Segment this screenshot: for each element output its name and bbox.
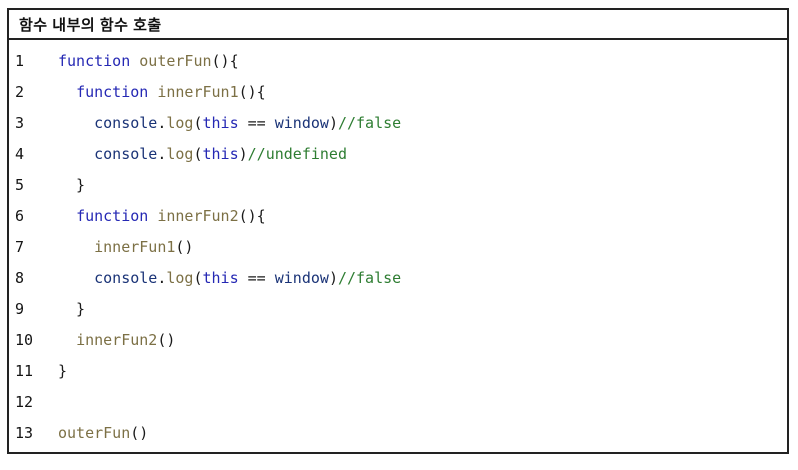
code-token-keyword: function <box>76 206 149 225</box>
code-text: function innerFun2(){ <box>58 207 266 225</box>
code-line: 13 outerFun() <box>9 417 787 448</box>
code-line: 4 console.log(this)//undefined <box>9 138 787 169</box>
code-token-variable: window <box>274 113 329 132</box>
code-line: 10 innerFun2() <box>9 324 787 355</box>
code-token-plain: () <box>175 237 194 256</box>
panel-title-bar: 함수 내부의 함수 호출 <box>9 10 787 40</box>
code-token-function_name: innerFun2 <box>76 330 158 349</box>
code-token-function_name: log <box>166 268 194 287</box>
code-token-plain <box>58 269 94 287</box>
code-text: function innerFun1(){ <box>58 83 266 101</box>
code-token-plain: } <box>58 175 86 194</box>
line-number: 12 <box>15 392 34 411</box>
code-token-plain: ) <box>238 144 248 163</box>
code-line: 5 } <box>9 169 787 200</box>
line-number: 4 <box>15 144 25 163</box>
code-token-plain <box>58 207 76 225</box>
code-line: 9 } <box>9 293 787 324</box>
code-token-comment: //undefined <box>247 144 347 163</box>
code-token-keyword: function <box>76 82 149 101</box>
code-token-keyword: this <box>202 144 239 163</box>
panel-title: 함수 내부의 함수 호출 <box>19 16 162 34</box>
code-token-function_name: innerFun1 <box>94 237 176 256</box>
code-token-function_name: innerFun1 <box>157 82 239 101</box>
code-token-plain: ) <box>328 268 338 287</box>
code-line: 2 function innerFun1(){ <box>9 76 787 107</box>
line-number: 8 <box>15 268 25 287</box>
line-number: 7 <box>15 237 25 256</box>
line-number: 3 <box>15 113 25 132</box>
code-token-plain: } <box>58 299 86 318</box>
code-token-plain: (){ <box>238 82 266 101</box>
code-token-plain <box>130 52 139 70</box>
code-text: console.log(this == window)//false <box>58 114 401 132</box>
code-line: 6 function innerFun2(){ <box>9 200 787 231</box>
code-text: } <box>58 362 67 380</box>
code-token-plain: (){ <box>211 51 239 70</box>
line-number: 11 <box>15 361 34 380</box>
code-token-plain <box>148 207 157 225</box>
line-number: 13 <box>15 423 34 442</box>
code-text: function outerFun(){ <box>58 52 239 70</box>
code-token-comment: //false <box>337 113 402 132</box>
code-token-keyword: this <box>202 268 239 287</box>
code-token-variable: console <box>94 113 158 132</box>
code-text: innerFun2() <box>58 331 175 349</box>
code-token-plain: . <box>157 144 167 163</box>
code-token-keyword: function <box>58 51 131 70</box>
code-line: 8 console.log(this == window)//false <box>9 262 787 293</box>
code-token-function_name: log <box>166 113 194 132</box>
code-token-plain <box>58 238 94 256</box>
line-number: 9 <box>15 299 25 318</box>
line-number: 1 <box>15 51 25 70</box>
code-line: 11} <box>9 355 787 386</box>
code-token-plain <box>58 331 76 349</box>
code-text: } <box>58 300 85 318</box>
line-number: 2 <box>15 82 25 101</box>
code-token-plain: ) <box>328 113 338 132</box>
code-token-function_name: log <box>166 144 194 163</box>
code-line: 1 function outerFun(){ <box>9 45 787 76</box>
code-token-function_name: outerFun <box>139 51 212 70</box>
code-token-plain <box>58 145 94 163</box>
code-token-plain: . <box>157 113 167 132</box>
code-text: console.log(this)//undefined <box>58 145 347 163</box>
code-token-plain <box>58 114 94 132</box>
code-token-plain <box>58 83 76 101</box>
code-token-plain: () <box>157 330 176 349</box>
code-token-plain: () <box>130 423 149 442</box>
code-token-plain: == <box>238 268 275 287</box>
code-token-variable: console <box>94 268 158 287</box>
code-line: 3 console.log(this == window)//false <box>9 107 787 138</box>
code-token-plain: } <box>58 361 68 380</box>
code-text: outerFun() <box>58 424 148 442</box>
code-token-plain: ( <box>193 268 203 287</box>
code-text: } <box>58 176 85 194</box>
code-token-function_name: outerFun <box>58 423 131 442</box>
code-line: 12 <box>9 386 787 417</box>
code-token-plain: (){ <box>238 206 266 225</box>
code-token-plain: ( <box>193 113 203 132</box>
code-line: 7 innerFun1() <box>9 231 787 262</box>
code-token-plain: . <box>157 268 167 287</box>
code-token-variable: window <box>274 268 329 287</box>
code-token-plain: == <box>238 113 275 132</box>
code-token-function_name: innerFun2 <box>157 206 239 225</box>
code-token-variable: console <box>94 144 158 163</box>
code-token-keyword: this <box>202 113 239 132</box>
code-text: innerFun1() <box>58 238 193 256</box>
code-token-plain: ( <box>193 144 203 163</box>
code-token-plain <box>148 83 157 101</box>
line-number: 5 <box>15 175 25 194</box>
code-text: console.log(this == window)//false <box>58 269 401 287</box>
line-number: 6 <box>15 206 25 225</box>
line-number: 10 <box>15 330 34 349</box>
code-token-comment: //false <box>337 268 402 287</box>
